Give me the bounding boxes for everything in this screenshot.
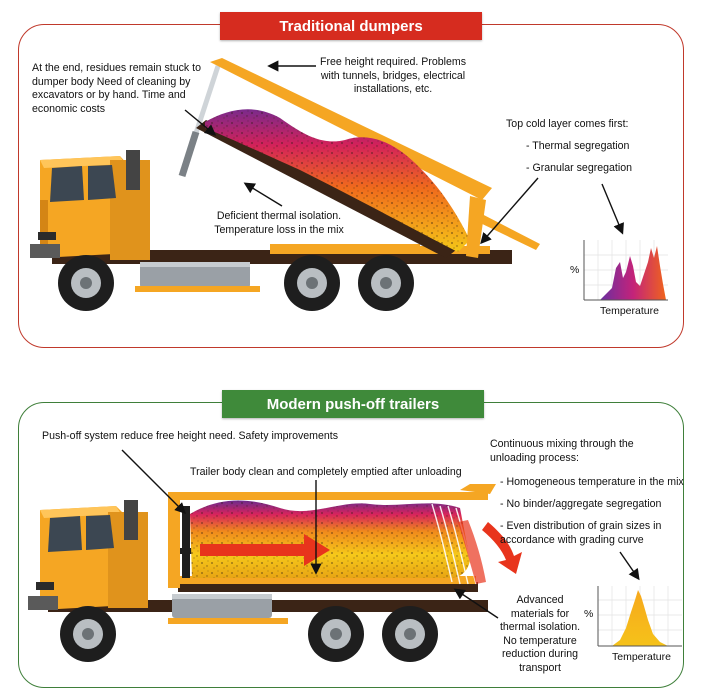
pushoff-truck xyxy=(28,484,496,662)
residues-note: At the end, residues remain stuck to dum… xyxy=(32,62,201,115)
advanced-materials-note: Advanced materials for thermal isolation… xyxy=(499,594,581,674)
top-histogram-y-label: % xyxy=(570,264,580,276)
free-height-note: Free height required. Problems with tunn… xyxy=(319,56,467,95)
top-histogram-x-label: Temperature xyxy=(600,305,659,317)
homogeneous-item: - Homogeneous temperature in the mix xyxy=(500,476,684,488)
traditional-dumpers-title: Traditional dumpers xyxy=(220,12,482,40)
clean-body-note: Trailer body clean and completely emptie… xyxy=(190,466,462,478)
bottom-annotation-arrows xyxy=(121,449,640,619)
dumper-wheels xyxy=(58,255,414,311)
dumper-truck xyxy=(30,58,540,311)
top-temperature-histogram xyxy=(583,240,668,301)
bottom-histogram-x-label: Temperature xyxy=(612,651,671,663)
even-distribution-item: - Even distribution of grain sizes in ac… xyxy=(500,520,662,546)
discharge-arrow xyxy=(482,522,522,574)
no-segregation-item: - No binder/aggregate segregation xyxy=(500,498,662,510)
top-cold-note: Top cold layer comes first: xyxy=(506,118,629,130)
granular-segregation-item: - Granular segregation xyxy=(526,162,632,174)
modern-trailers-title: Modern push-off trailers xyxy=(222,390,484,418)
thermal-isolation-note: Deficient thermal isolation. Temperature… xyxy=(214,210,344,236)
pushoff-wheels xyxy=(60,606,438,662)
top-annotation-arrows xyxy=(184,60,624,245)
bottom-temperature-histogram xyxy=(597,586,682,647)
bottom-histogram-y-label: % xyxy=(584,608,594,620)
mixing-intro: Continuous mixing through the unloading … xyxy=(490,438,634,464)
thermal-segregation-item: - Thermal segregation xyxy=(526,140,630,152)
pushoff-note: Push-off system reduce free height need.… xyxy=(42,430,338,442)
